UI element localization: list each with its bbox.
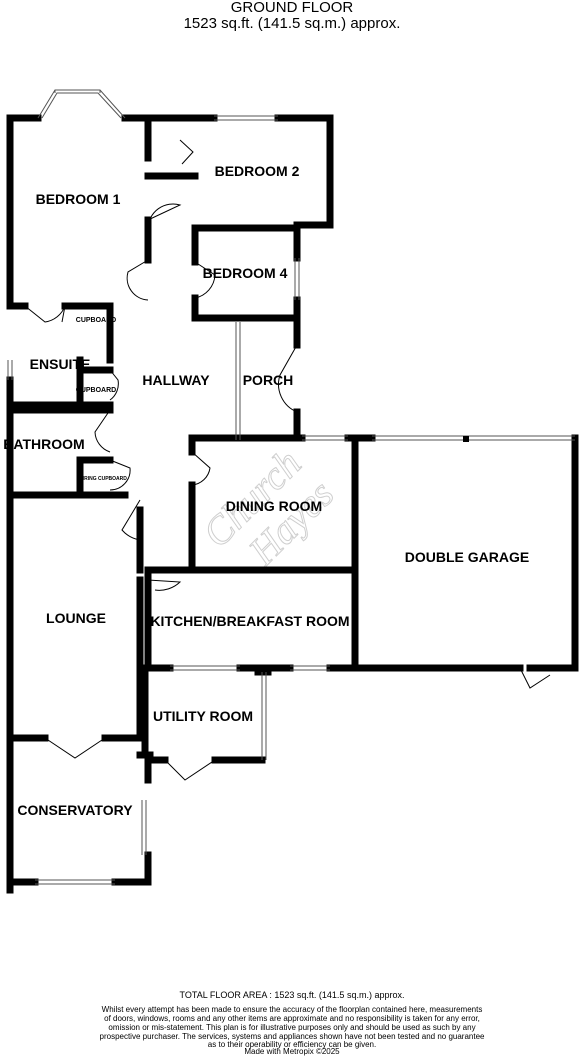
bedroom-1-label: BEDROOM 1	[36, 191, 121, 207]
doors	[24, 139, 551, 781]
disclaimer-line-5: as to their operability or efficiency ca…	[207, 1040, 377, 1049]
bedroom-4-label: BEDROOM 4	[203, 265, 288, 281]
disclaimer-line-4: prospective purchaser. The services, sys…	[99, 1032, 485, 1041]
porch-label: PORCH	[243, 372, 294, 388]
windows	[7, 89, 575, 885]
cupboard-2-label: CUPBOARD	[76, 387, 116, 394]
total-floor-area: TOTAL FLOOR AREA : 1523 sq.ft. (141.5 sq…	[179, 990, 405, 1000]
hallway-label: HALLWAY	[142, 372, 210, 388]
bathroom-label: BATHROOM	[3, 436, 84, 452]
lounge-label: LOUNGE	[46, 610, 106, 626]
disclaimer-line-1: Whilst every attempt has been made to en…	[101, 1005, 483, 1014]
conservatory-label: CONSERVATORY	[17, 802, 133, 818]
kitchen-breakfast-room-label: KITCHEN/BREAKFAST ROOM	[150, 613, 349, 629]
disclaimer-line-3: omission or mis-statement. This plan is …	[108, 1023, 476, 1032]
floor-title: GROUND FLOOR	[230, 0, 354, 16]
walls	[6, 114, 579, 894]
airing-cupboard-label: AIRING CUPBOARD	[79, 476, 127, 482]
room-labels: BEDROOM 1 BEDROOM 2 BEDROOM 4 CUPBOARD E…	[3, 163, 529, 818]
cupboard-1-label: CUPBOARD	[76, 317, 116, 324]
bedroom-2-label: BEDROOM 2	[215, 163, 300, 179]
floor-area-header: 1523 sq.ft. (141.5 sq.m.) approx.	[183, 15, 401, 32]
utility-room-label: UTILITY ROOM	[153, 708, 253, 724]
ensuite-label: ENSUITE	[30, 356, 91, 372]
double-garage-label: DOUBLE GARAGE	[405, 549, 529, 565]
disclaimer-line-2: of doors, windows, rooms and any other i…	[104, 1014, 480, 1023]
metropix-credit: Made with Metropix ©2025	[244, 1047, 340, 1056]
dining-room-label: DINING ROOM	[226, 498, 322, 514]
